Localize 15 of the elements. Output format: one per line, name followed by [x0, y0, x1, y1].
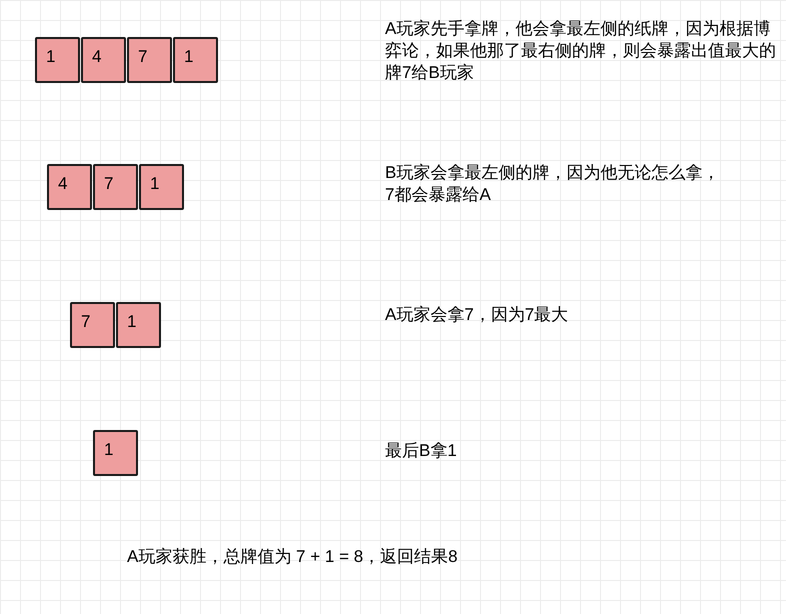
card: 1	[93, 430, 138, 476]
card: 4	[81, 37, 126, 83]
card: 7	[93, 164, 138, 210]
note-text: A玩家先手拿牌，他会拿最左侧的纸牌，因为根据博弈论，如果他那了最右侧的牌，则会暴露出值最大的牌7给B玩家	[385, 18, 777, 84]
card: 1	[116, 302, 161, 348]
note-text: B玩家会拿最左侧的牌，因为他无论怎么拿，7都会暴露给A	[385, 162, 720, 206]
note-text: A玩家获胜，总牌值为 7 + 1 = 8，返回结果8	[127, 546, 459, 568]
card: 7	[127, 37, 172, 83]
card: 1	[35, 37, 80, 83]
card: 1	[139, 164, 184, 210]
card: 1	[173, 37, 218, 83]
note-text: 最后B拿1	[385, 440, 458, 462]
card: 7	[70, 302, 115, 348]
note-text: A玩家会拿7，因为7最大	[385, 304, 570, 326]
card: 4	[47, 164, 92, 210]
